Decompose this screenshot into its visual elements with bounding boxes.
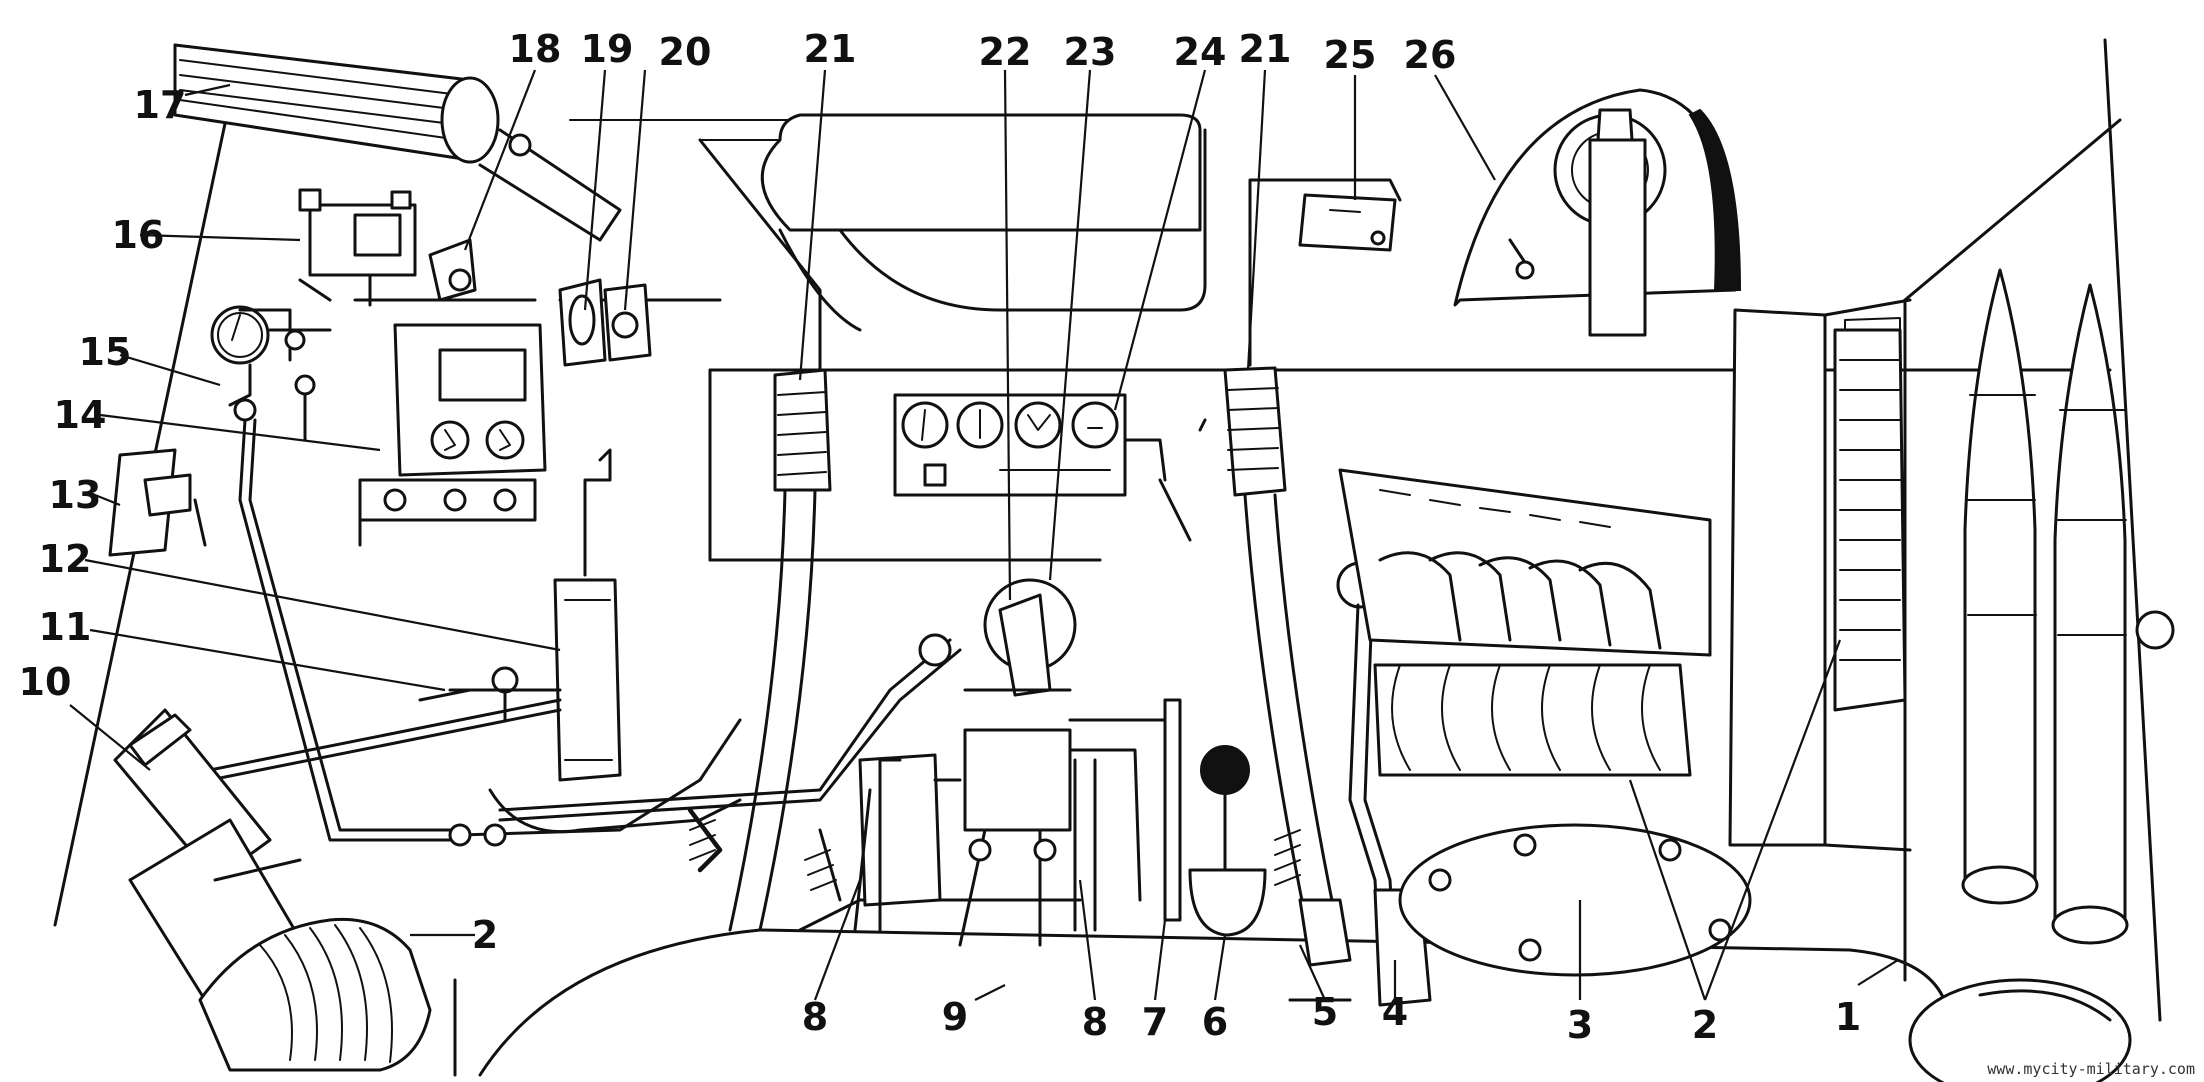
callout-7: 7 <box>1142 1000 1168 1044</box>
throttle-spring <box>1274 829 1352 1002</box>
watermark: www.mycity-military.com <box>1987 1060 2195 1078</box>
electric-box <box>298 188 417 307</box>
artillery-shells <box>1961 268 2175 945</box>
handle-bar <box>173 43 622 242</box>
callout-8-left: 8 <box>802 995 828 1039</box>
callout-21-left: 21 <box>804 27 857 71</box>
callout-6: 6 <box>1202 1000 1228 1044</box>
callout-1: 1 <box>1835 995 1861 1039</box>
brake-pedal <box>1163 698 1267 937</box>
callout-3: 3 <box>1567 1003 1593 1047</box>
callout-20: 20 <box>659 30 712 74</box>
callout-2-ammo: 2 <box>1692 1003 1718 1047</box>
callout-25: 25 <box>1324 33 1377 77</box>
callout-2-hose: 2 <box>472 913 498 957</box>
callout-5: 5 <box>1312 990 1338 1034</box>
callout-18: 18 <box>509 27 562 71</box>
gear-shift-mechanism <box>858 578 1182 947</box>
callout-9: 9 <box>942 995 968 1039</box>
callout-8-right: 8 <box>1082 1000 1108 1044</box>
ammunition-rack <box>1728 298 1912 852</box>
leader-lines <box>69 69 1899 1001</box>
callout-11: 11 <box>39 605 92 649</box>
periscope <box>760 113 1207 332</box>
pressure-gauge <box>210 305 332 442</box>
switch-box <box>108 448 207 557</box>
corrugated-hose <box>198 917 457 1077</box>
callout-15: 15 <box>79 330 132 374</box>
floor-structures <box>478 898 2132 1082</box>
dashboard <box>893 393 1207 542</box>
callout-16: 16 <box>112 213 165 257</box>
pedal-springs <box>687 758 1097 932</box>
turret-drum <box>1398 823 1752 977</box>
callout-10: 10 <box>19 660 72 704</box>
callout-21-right: 21 <box>1239 27 1292 71</box>
callout-19: 19 <box>581 27 634 71</box>
callout-22: 22 <box>979 30 1032 74</box>
fuel-filter <box>553 448 622 782</box>
right-steering-lever <box>1223 178 1342 942</box>
ammo-box <box>1338 468 1712 777</box>
callout-4: 4 <box>1382 990 1408 1034</box>
callout-17: 17 <box>134 83 187 127</box>
callout-12: 12 <box>39 537 92 581</box>
callout-24: 24 <box>1174 30 1227 74</box>
callout-26: 26 <box>1404 33 1457 77</box>
callout-14: 14 <box>54 393 107 437</box>
instrument-panel <box>353 298 547 547</box>
ventilation-fan <box>1453 88 1742 337</box>
signal-box <box>1263 178 1402 252</box>
relay-device <box>428 238 477 302</box>
switch-boxes <box>558 278 652 367</box>
left-steering-lever <box>728 368 832 932</box>
callout-labels: 1 2 2 3 4 5 6 7 8 8 9 10 11 12 13 14 15 … <box>19 27 1862 1047</box>
callout-13: 13 <box>49 473 102 517</box>
callout-23: 23 <box>1064 30 1117 74</box>
